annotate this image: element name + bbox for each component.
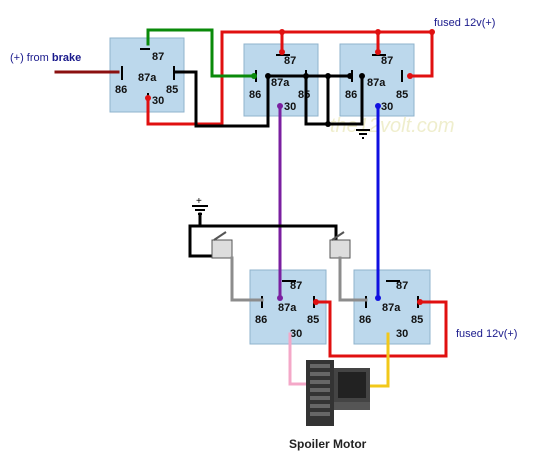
relay-3-30: 30 bbox=[381, 101, 393, 113]
green-trigger-wire bbox=[146, 28, 257, 79]
relay-1-30: 30 bbox=[152, 95, 164, 107]
relay-4-30: 30 bbox=[290, 328, 302, 340]
black-ground-wires bbox=[174, 70, 370, 139]
relay-1-86: 86 bbox=[115, 84, 127, 96]
from-brake-prefix: (+) from bbox=[10, 52, 52, 64]
relay-5-87a: 87a bbox=[382, 302, 401, 314]
relay-2-85: 85 bbox=[298, 89, 310, 101]
relay-2-30: 30 bbox=[284, 101, 296, 113]
relay-5-86: 86 bbox=[359, 314, 371, 326]
relay-4-86: 86 bbox=[255, 314, 267, 326]
relay-1-85: 85 bbox=[166, 84, 178, 96]
fused-12v-bottom-label: fused 12v(+) bbox=[456, 328, 517, 340]
relay-4-87a: 87a bbox=[278, 302, 297, 314]
relay-5-85: 85 bbox=[411, 314, 423, 326]
relay-3-87a: 87a bbox=[367, 77, 386, 89]
relay-4: 87 87a 86 85 30 bbox=[249, 269, 327, 345]
from-brake-word: brake bbox=[52, 52, 81, 64]
svg-text:+: + bbox=[196, 196, 202, 207]
relay-2-87a: 87a bbox=[271, 77, 290, 89]
purple-wire bbox=[277, 103, 283, 301]
relay-4-87: 87 bbox=[290, 280, 302, 292]
limit-switch-2-icon bbox=[329, 239, 351, 259]
red-power-wires bbox=[145, 29, 435, 126]
motor-wires bbox=[288, 332, 390, 388]
relay-1-87: 87 bbox=[152, 51, 164, 63]
relay-3-87: 87 bbox=[381, 55, 393, 67]
from-brake-label: (+) from brake bbox=[10, 52, 81, 64]
relay-3-86: 86 bbox=[345, 89, 357, 101]
labels: (+) from brake fused 12v(+) fused 12v(+)… bbox=[10, 17, 517, 451]
relay-2-86: 86 bbox=[249, 89, 261, 101]
watermark: the12volt.com bbox=[330, 115, 455, 137]
spoiler-motor-icon bbox=[306, 360, 370, 426]
relay-5-87: 87 bbox=[396, 280, 408, 292]
fused-12v-top-label: fused 12v(+) bbox=[434, 17, 495, 29]
relay-4-85: 85 bbox=[307, 314, 319, 326]
limit-switch-wires: + bbox=[188, 196, 351, 259]
relay-1-87a: 87a bbox=[138, 72, 157, 84]
gray-wires bbox=[230, 256, 368, 302]
relay-3-85: 85 bbox=[396, 89, 408, 101]
relay-5-30: 30 bbox=[396, 328, 408, 340]
limit-switch-1-icon bbox=[211, 239, 233, 259]
relay-2-87: 87 bbox=[284, 55, 296, 67]
spoiler-motor-label: Spoiler Motor bbox=[289, 437, 367, 451]
blue-wire bbox=[375, 103, 381, 301]
